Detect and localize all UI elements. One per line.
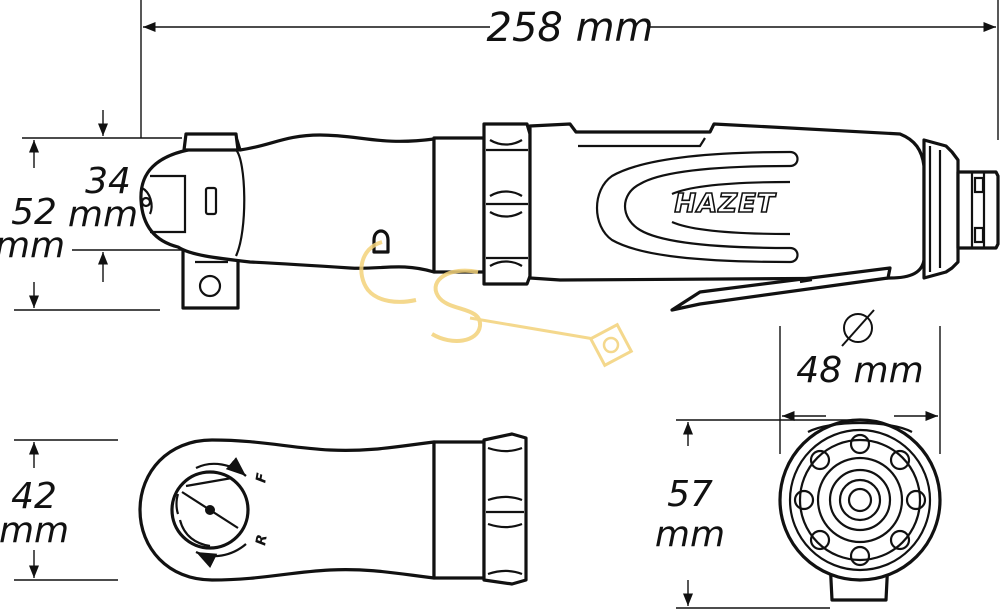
head-width-value: 42: [11, 476, 57, 517]
forward-mark: F: [253, 471, 270, 484]
hex-nut-top: [482, 432, 528, 586]
ratchet-head-top-view: F R: [138, 432, 528, 586]
body-width-value: 57: [667, 474, 713, 515]
end-view-outer: [778, 418, 942, 582]
head-thickness-unit: mm: [68, 194, 138, 235]
body-height-unit: mm: [0, 225, 65, 266]
head-width-dimension: 42 mm: [0, 439, 118, 581]
length-label: 258 mm: [487, 5, 654, 51]
body-width-unit: mm: [655, 514, 725, 555]
grip-diameter-dimension: ⌀ 48 mm: [779, 309, 941, 454]
length-dimension: 258 mm: [140, 0, 999, 140]
body-width-dimension: 57 mm: [655, 419, 858, 609]
watermark: CS: [359, 240, 634, 368]
air-inlet: [956, 170, 1000, 250]
head-thickness-dimension: 34 mm: [22, 110, 182, 282]
trigger-lever: [670, 266, 892, 312]
collar: [432, 136, 486, 274]
head-thickness-value: 34: [85, 161, 131, 202]
body-height-dimension: 52 mm: [0, 140, 160, 311]
ratchet-head: [139, 133, 436, 274]
grip-diameter-label: 48 mm: [796, 350, 923, 391]
brand-label: HAZET: [674, 189, 776, 219]
body-height-value: 52: [11, 192, 57, 233]
ratchet-side-view: HAZET: [139, 122, 1000, 312]
rear-end-view: [778, 418, 942, 602]
reverse-mark: R: [253, 533, 271, 546]
head-width-unit: mm: [0, 510, 69, 551]
